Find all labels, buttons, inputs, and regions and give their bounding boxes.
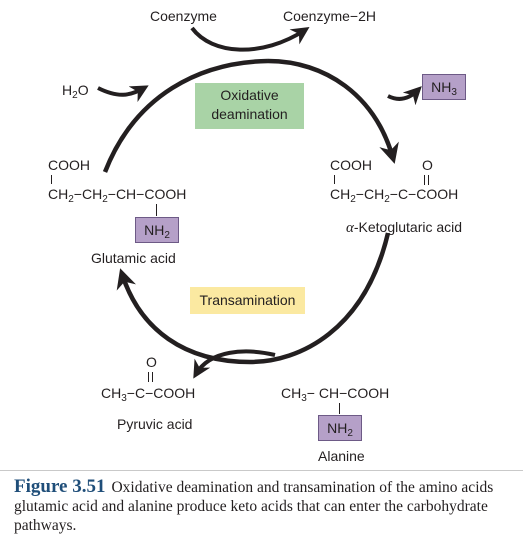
coenzyme-2h-label: Coenzyme−2H (283, 8, 376, 24)
alanine-label: Alanine (318, 448, 365, 464)
glutamic-bond (51, 175, 52, 184)
glutamic-acid-label: Glutamic acid (91, 250, 176, 266)
glutamic-nh2-bond (156, 204, 157, 216)
figure-number: Figure 3.51 (14, 476, 106, 497)
reaction-arrows (97, 26, 422, 379)
pyruvic-oxygen: O (146, 354, 157, 370)
nh3-arrow (387, 86, 422, 106)
nh3-box: NH3 (422, 74, 466, 100)
deamination-label: deamination (211, 106, 288, 122)
ketoglutaric-oxygen: O (422, 157, 433, 173)
glutamic-chain: CH2−CH2−CH−COOH (48, 186, 187, 205)
pyruvic-acid-label: Pyruvic acid (117, 416, 193, 432)
alanine-nh2-bond (339, 403, 340, 414)
diagram: Coenzyme Coenzyme−2H H2O NH3 Oxidative d… (48, 8, 466, 464)
alanine-to-pyruvic-arrow (193, 349, 276, 379)
transamination-arc (116, 232, 391, 365)
caption-divider (0, 470, 523, 471)
ketoglutaric-acid-label: α-Ketoglutaric acid (346, 219, 463, 236)
coenzyme-label: Coenzyme (150, 8, 217, 24)
alanine-nh2-box: NH2 (318, 415, 362, 441)
pyruvic-double-bond (148, 372, 153, 382)
oxidative-label: Oxidative (220, 87, 279, 103)
pyruvic-chain: CH3−C−COOH (101, 385, 196, 404)
h2o-label: H2O (62, 82, 89, 101)
oxidative-cycle-arc-left (102, 58, 269, 173)
h2o-arrow (97, 85, 149, 103)
coenzyme-arrow (190, 26, 310, 52)
glutamic-cooh-top: COOH (48, 157, 90, 173)
caption-text: Oxidative deamination and transamination… (14, 479, 494, 534)
ketoglutaric-chain: CH2−CH2−C−COOH (330, 186, 459, 205)
ketoglutaric-cooh-top: COOH (330, 157, 372, 173)
glutamic-nh2-box: NH2 (135, 217, 179, 243)
ketoglutaric-double-bond (424, 175, 429, 185)
transamination-box: Transamination (190, 287, 305, 314)
alanine-chain: CH3− CH−COOH (281, 385, 390, 404)
oxidative-cycle-arc-right (267, 58, 399, 164)
oxidative-deamination-box: Oxidative deamination (195, 83, 304, 129)
ketoglutaric-bond (334, 175, 335, 184)
